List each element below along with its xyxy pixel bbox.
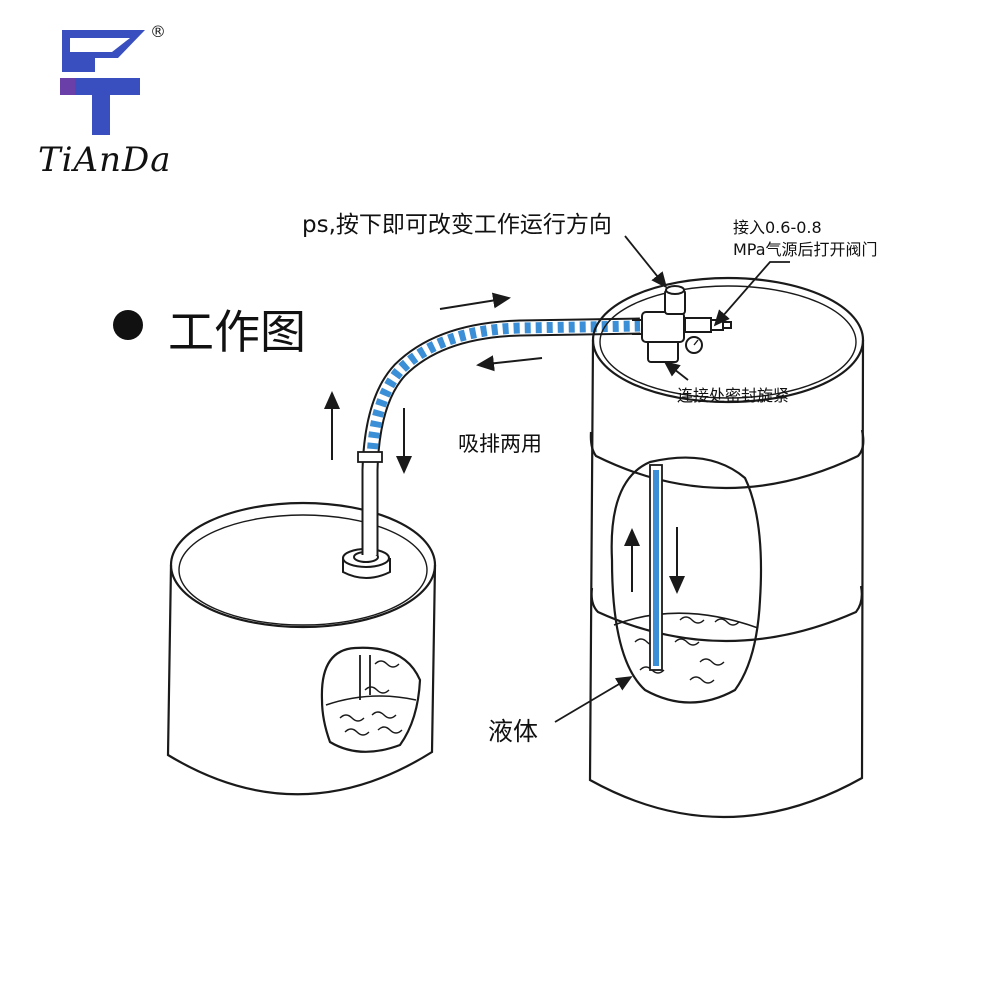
dip-tube <box>649 464 663 671</box>
brand-wordmark: TiAnDa <box>38 140 172 180</box>
air-inlet-label-line1: 接入0.6-0.8 <box>733 218 822 237</box>
suction-hose <box>357 317 641 555</box>
liquid-label: 液体 <box>488 717 539 746</box>
leader-lines <box>554 235 790 723</box>
air-inlet-label-line2: MPa气源后打开阀门 <box>733 240 878 259</box>
switch-note-label: ps,按下即可改变工作运行方向 <box>302 212 612 238</box>
flow-arrows <box>324 292 543 474</box>
seal-note-label: 连接处密封旋紧 <box>677 386 790 405</box>
page-title: 工作图 <box>168 305 306 359</box>
brand-logo <box>60 30 145 135</box>
drum-flow-arrows <box>624 527 685 594</box>
bucket-bung <box>342 548 391 579</box>
dual-use-label: 吸排两用 <box>458 432 542 456</box>
registered-mark: ® <box>150 22 166 41</box>
source-bucket <box>166 501 437 796</box>
steel-drum <box>588 276 865 819</box>
title-bullet <box>113 310 143 340</box>
pneumatic-pump <box>632 285 732 363</box>
